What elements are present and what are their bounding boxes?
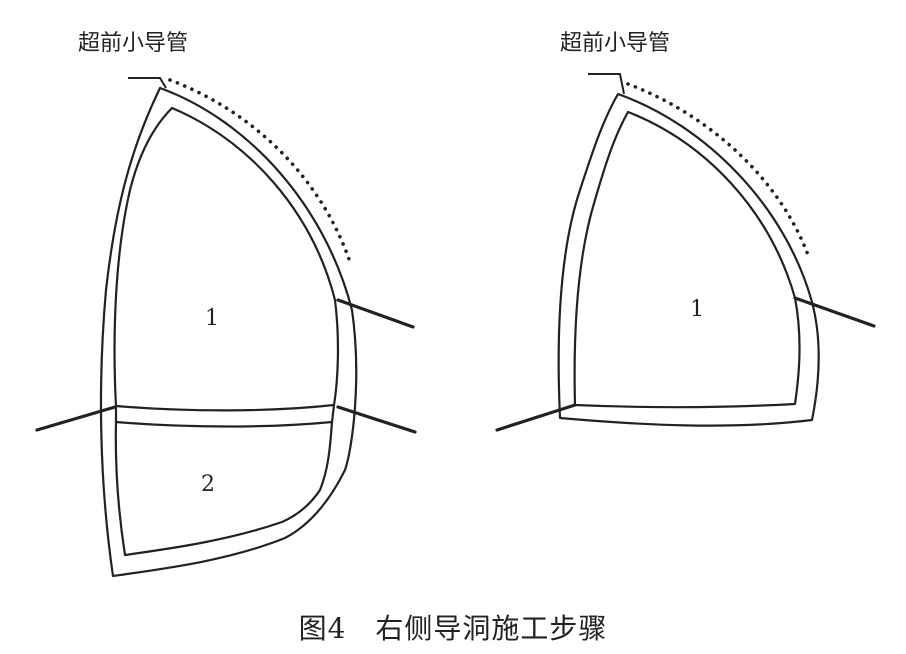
left-inner-lining-bottom	[114, 420, 334, 557]
right-section-1-label: 1	[690, 297, 704, 322]
left-pipe-leader	[128, 77, 167, 89]
figure-caption: 图4 右侧导洞施工步骤	[299, 612, 608, 645]
left-temporary-support	[114, 404, 336, 423]
right-anchor-left	[495, 403, 577, 432]
left-anchor-right-lower	[336, 405, 417, 434]
right-outer-lining	[557, 92, 820, 427]
right-diagram: 超前小导管 1	[495, 31, 876, 432]
left-inner-lining-top	[113, 106, 340, 412]
left-advance-pipe-dots	[168, 78, 352, 264]
right-inner-lining	[573, 110, 801, 409]
left-section-2-label: 2	[201, 472, 215, 497]
left-anchor-left	[35, 405, 117, 432]
right-anchor-right	[793, 296, 876, 328]
right-pipe-label: 超前小导管	[560, 31, 670, 56]
left-diagram: 超前小导管 1 2	[35, 31, 417, 578]
left-outer-lining	[99, 86, 358, 578]
right-pipe-leader	[588, 73, 625, 95]
left-anchor-right-upper	[336, 298, 415, 329]
left-section-1-label: 1	[205, 306, 219, 331]
left-pipe-label: 超前小导管	[78, 31, 188, 56]
